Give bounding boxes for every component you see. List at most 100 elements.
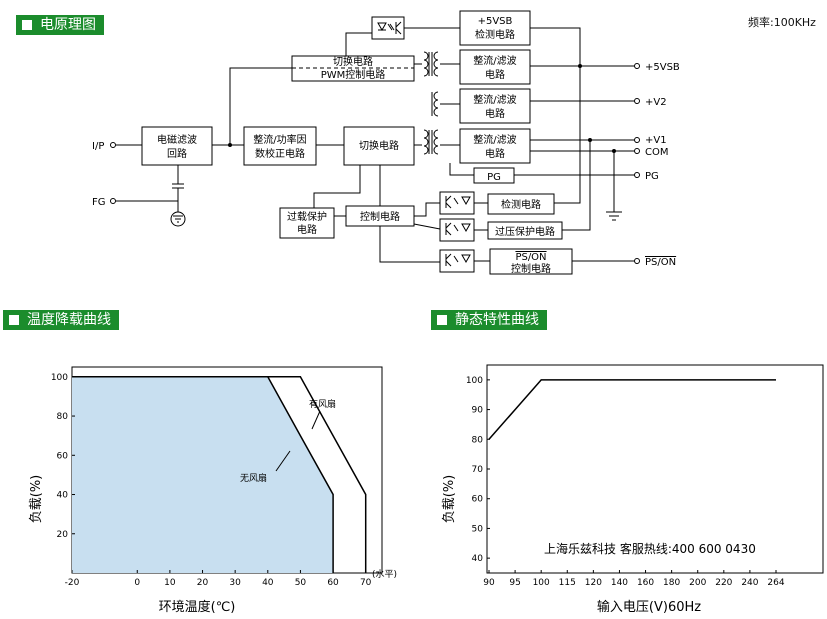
output-pson-label: PS/ON <box>645 257 676 268</box>
derating-section-title: 温度降载曲线 <box>27 312 111 328</box>
y-tick-label: 80 <box>472 435 484 445</box>
static-watermark: 上海乐兹科技 客服热线:400 600 0430 <box>544 541 756 556</box>
pfc-label-1: 整流/功率因 <box>253 133 306 146</box>
rectifier-2-label-1: 整流/滤波 <box>473 93 516 106</box>
pwm-control-label: PWM控制电路 <box>321 68 386 81</box>
emi-filter-label-1: 电磁滤波 <box>157 133 197 146</box>
output-v2-label: +V2 <box>645 97 667 108</box>
x-tick-label: 240 <box>741 578 758 588</box>
rectifier-block-2 <box>459 88 531 124</box>
schematic-section-title: 电原理图 <box>40 17 96 33</box>
pwm-switch-label: 切换电路 <box>333 55 373 68</box>
y-tick-label: 100 <box>466 376 483 386</box>
x-tick-label: 60 <box>327 578 339 588</box>
overload-protect-block <box>279 207 335 239</box>
y-tick-label: 60 <box>472 495 484 505</box>
pson-label-2: 控制电路 <box>511 262 551 275</box>
static-plot-frame <box>486 364 824 574</box>
switch-circuit-label: 切换电路 <box>359 139 399 152</box>
optocoupler-icon <box>371 16 405 40</box>
y-tick-label: 100 <box>51 373 68 383</box>
rectifier-2-label-2: 电路 <box>485 107 505 120</box>
output-com-label: COM <box>645 147 668 158</box>
vsb-detect-label-1: +5VSB <box>478 16 513 27</box>
pg-block-label: PG <box>487 172 501 183</box>
y-tick-label: 80 <box>57 412 69 422</box>
x-tick-label: 40 <box>262 578 274 588</box>
x-tick-label: 100 <box>533 578 550 588</box>
derating-area-without-fan <box>72 376 334 573</box>
static-x-axis-label: 输入电压(V)60Hz <box>597 599 701 615</box>
optocoupler-icon <box>439 191 475 215</box>
x-tick-label: 115 <box>559 578 576 588</box>
x-tick-label: 0 <box>134 578 140 588</box>
static-section-header: 静态特性曲线 <box>431 310 547 330</box>
optocoupler-icon <box>439 249 475 273</box>
static-load-line <box>488 379 776 440</box>
y-tick-label: 20 <box>57 530 69 540</box>
derating-y-axis-label: 负载(%) <box>29 475 44 524</box>
transformer-icon <box>431 91 439 117</box>
rectifier-block-3 <box>459 128 531 164</box>
output-vsb-label: +5VSB <box>645 62 680 73</box>
static-section-title: 静态特性曲线 <box>455 312 539 328</box>
input-fg-label: FG <box>92 197 106 208</box>
pfc-label-2: 数校正电路 <box>255 147 305 160</box>
derating-section-header: 温度降载曲线 <box>3 310 119 330</box>
x-tick-label: 120 <box>585 578 602 588</box>
pson-control-block <box>489 248 573 275</box>
x-tick-label: -20 <box>65 578 80 588</box>
y-tick-label: 50 <box>472 524 484 534</box>
overload-label-2: 电路 <box>297 223 317 236</box>
x-tick-label: 95 <box>509 578 520 588</box>
x-tick-label: 160 <box>637 578 654 588</box>
x-tick-label: 180 <box>663 578 680 588</box>
detect-circuit-label: 检测电路 <box>501 198 541 211</box>
x-tick-label: 200 <box>689 578 706 588</box>
derating-label-without-fan: 无风扇 <box>240 472 267 484</box>
derating-line-with-fan <box>72 376 367 573</box>
x-tick-label: 70 <box>360 578 372 588</box>
square-icon <box>9 315 19 325</box>
y-tick-label: 90 <box>472 406 484 416</box>
ground-icon <box>606 211 622 221</box>
derating-x-axis-label: 环境温度(℃) <box>159 599 236 615</box>
rectifier-1-label-2: 电路 <box>485 68 505 81</box>
y-tick-label: 60 <box>57 451 69 461</box>
x-tick-label: 10 <box>164 578 176 588</box>
static-y-axis-label: 负载(%) <box>442 475 457 524</box>
optocoupler-icon <box>439 218 475 242</box>
schematic-section-header: 电原理图 <box>16 15 104 35</box>
x-tick-label: 20 <box>197 578 209 588</box>
emi-filter-block <box>141 126 213 166</box>
control-circuit-label: 控制电路 <box>360 210 400 223</box>
switch-circuit-block <box>343 126 415 166</box>
output-v1-label: +V1 <box>645 135 667 146</box>
x-tick-label: 50 <box>295 578 307 588</box>
rectifier-block-1 <box>459 49 531 85</box>
y-tick-label: 40 <box>472 554 484 564</box>
output-pg-label: PG <box>645 171 659 182</box>
pson-label-1: PS/ON <box>515 252 546 263</box>
overload-label-1: 过载保护 <box>287 210 327 223</box>
emi-filter-label-2: 回路 <box>167 147 187 160</box>
y-tick-label: 40 <box>57 491 69 501</box>
x-tick-label: 30 <box>229 578 241 588</box>
input-ip-label: I/P <box>92 141 104 152</box>
detect-circuit-block <box>487 193 555 215</box>
frequency-label: 频率:100KHz <box>748 16 816 29</box>
y-tick-label: 70 <box>472 465 484 475</box>
x-tick-label: 140 <box>611 578 628 588</box>
square-icon <box>437 315 447 325</box>
x-tick-label: 220 <box>715 578 732 588</box>
transformer-icon <box>423 51 439 77</box>
x-tick-label: 90 <box>483 578 495 588</box>
rectifier-3-label-2: 电路 <box>485 147 505 160</box>
square-icon <box>22 20 32 30</box>
rectifier-1-label-1: 整流/滤波 <box>473 54 516 67</box>
vsb-detect-label-2: 检测电路 <box>475 28 515 41</box>
ovp-label: 过压保护电路 <box>495 225 555 238</box>
transformer-icon <box>423 129 439 155</box>
schematic-diagram: I/P FG 电磁滤波 回路 整流/功率因 数校正电路 切换电路 切换电路 PW… <box>92 10 680 275</box>
